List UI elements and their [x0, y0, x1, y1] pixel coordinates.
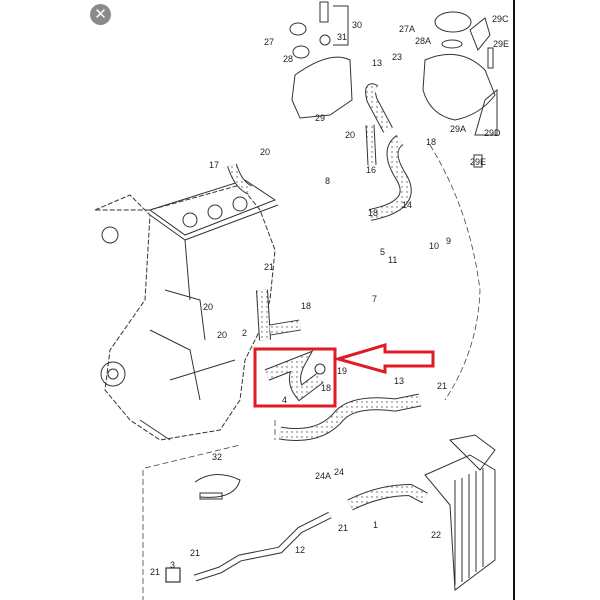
part-label: 28A	[415, 36, 431, 46]
part-label: 29D	[484, 128, 501, 138]
part-label: 24	[334, 467, 344, 477]
part-label: 10	[429, 241, 439, 251]
part-label: 21	[150, 567, 160, 577]
part-label: 5	[380, 247, 385, 257]
image-border	[513, 0, 515, 600]
part-label: 11	[388, 255, 397, 265]
highlight-box	[253, 347, 337, 408]
part-label: 31	[337, 32, 347, 42]
part-label: 20	[345, 130, 355, 140]
part-label: 4	[282, 395, 287, 405]
part-label: 18	[426, 137, 436, 147]
part-label: 29	[315, 113, 325, 123]
part-label: 21	[190, 548, 200, 558]
part-label: 13	[372, 58, 382, 68]
part-label: 14	[402, 200, 412, 210]
part-label: 28	[283, 54, 293, 64]
part-label: 16	[366, 165, 376, 175]
engine-block	[94, 179, 279, 441]
part-label: 20	[203, 302, 213, 312]
part-label: 22	[431, 530, 441, 540]
expansion-tank-left	[289, 1, 353, 119]
part-label: 29E	[470, 157, 486, 167]
part-label: 32	[212, 452, 222, 462]
part-label: 18	[368, 208, 378, 218]
highlight-arrow	[332, 342, 435, 374]
part-label: 12	[295, 545, 305, 555]
guide-line	[429, 144, 481, 401]
part-label: 21	[338, 523, 348, 533]
part-label: 20	[260, 147, 270, 157]
part-label: 1	[373, 520, 378, 530]
part-label: 27	[264, 37, 274, 47]
part-label: 29C	[492, 14, 509, 24]
hose-part-4	[264, 350, 326, 402]
hose-clamp-32	[194, 474, 241, 500]
part-label: 2	[242, 328, 247, 338]
part-label: 29A	[450, 124, 466, 134]
part-label: 20	[217, 330, 227, 340]
expansion-tank-right	[422, 11, 498, 168]
part-label: 13	[394, 376, 404, 386]
highlight-annotation	[253, 342, 435, 408]
part-label: 17	[209, 160, 219, 170]
hoses	[165, 83, 428, 583]
part-label: 18	[301, 301, 311, 311]
part-label: 27A	[399, 24, 415, 34]
part-label: 9	[446, 236, 451, 246]
part-label: 21	[437, 381, 447, 391]
part-label: 23	[392, 52, 402, 62]
part-label: 7	[372, 294, 377, 304]
part-label: 30	[352, 20, 362, 30]
part-label: 8	[325, 176, 330, 186]
part-label: 21	[264, 262, 274, 272]
part-label: 18	[321, 383, 331, 393]
part-label: 19	[337, 366, 347, 376]
part-label: 29E	[493, 39, 509, 49]
close-icon: ✕	[94, 6, 107, 23]
part-labels: 30 31 27 28 29 27A 29C 28A 29E 23 13 29A…	[150, 14, 509, 577]
radiator	[424, 434, 496, 591]
part-label: 24A	[315, 471, 331, 481]
guide-line	[142, 420, 276, 600]
part-label: 3	[170, 560, 175, 570]
close-button[interactable]: ✕	[90, 4, 111, 25]
